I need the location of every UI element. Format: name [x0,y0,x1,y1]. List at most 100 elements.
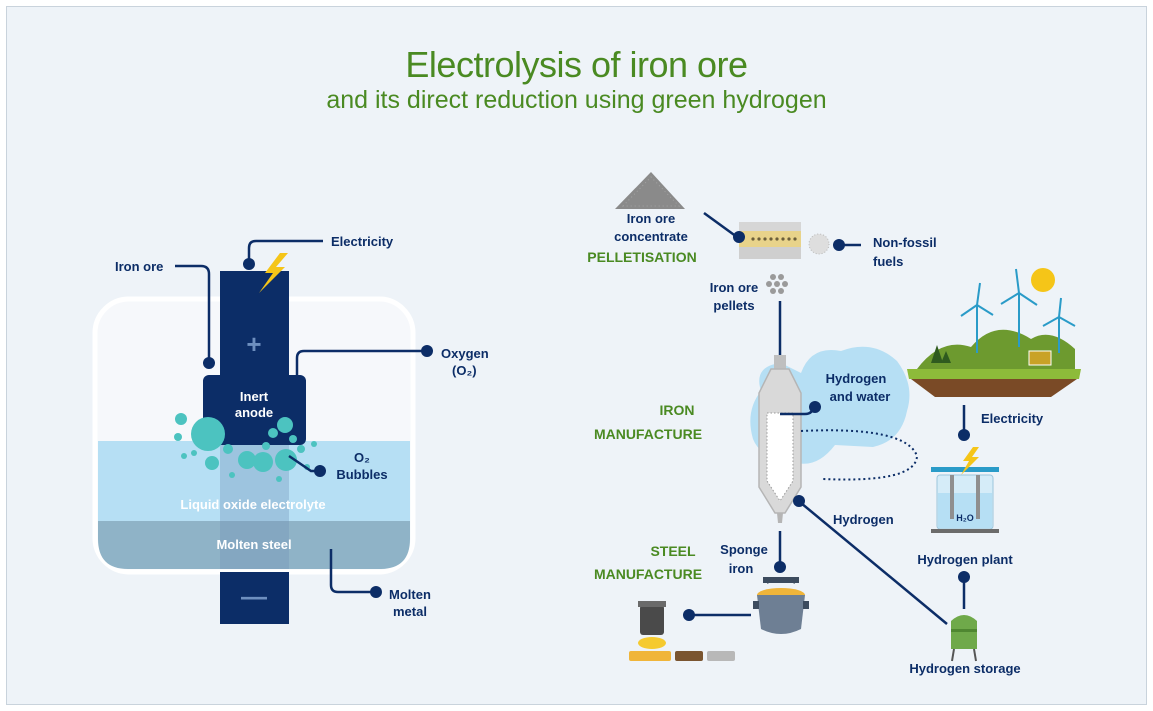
ground-soil [911,379,1077,397]
ore-pile-icon [615,172,685,209]
furnace-outlet [777,513,783,523]
iron-ore-dot [203,357,215,369]
cathode-column [220,572,289,624]
electricity-leader [247,239,323,264]
tree [941,351,951,363]
plant-stand [931,529,999,533]
hw-label-line1: Hydrogen [826,371,887,386]
ladle-handle [803,601,809,609]
turbine-blades [1042,297,1076,327]
bubble [191,450,197,456]
anode-label-line1: Inert [240,389,269,404]
bubbles-label-line2: Bubbles [336,467,387,482]
pellet [766,281,772,287]
ladle-lid [763,577,799,583]
oxygen-label-line2: (O₂) [452,363,477,378]
minus-icon: — [241,581,267,611]
infographic-canvas: Electrolysis of iron ore and its direct … [6,6,1147,705]
ground-grass [907,369,1081,379]
dot [757,237,761,241]
storage-band [951,629,977,632]
iron-ore-leader [175,264,211,361]
ladle-body [757,595,805,634]
pelletiser-top [739,222,801,231]
bubbles-label-line1: O₂ [354,450,370,465]
pellets-icon [766,274,788,294]
dot [751,237,755,241]
oxygen-bubbles [174,413,317,482]
hydrogen-leader [800,502,948,625]
pellet [774,281,780,287]
ladle-handle [753,601,759,609]
bubble [238,451,256,469]
solar-panel-icon [1028,350,1052,366]
steel-mfg-label-line1: STEEL [650,543,696,559]
steel-mfg-label-line2: MANUFACTURE [594,566,702,582]
hydrogen-storage-icon [951,615,977,662]
molten-metal-label-line1: Molten [389,587,431,602]
electricity-label: Electricity [331,234,394,249]
iron-mfg-label-line1: IRON [660,402,695,418]
tree [931,345,943,363]
nonfossil-label-line1: Non-fossil [873,235,937,250]
sponge-dot [774,561,786,573]
plant-storage-dot [958,571,970,583]
fuel-pile [808,233,830,255]
electricity-dot-right [958,429,970,441]
plus-icon: + [246,329,261,359]
concentrate-label-line2: concentrate [614,229,688,244]
pelletiser-base [739,247,801,259]
wind-turbine-icons [960,268,1076,353]
electrolysis-cell: + — Inert anode [92,253,416,624]
bubble [174,433,182,441]
turbine-blades [1000,268,1038,306]
anode-label-line2: anode [235,405,273,420]
title-block: Electrolysis of iron ore and its direct … [7,45,1146,115]
hydrogen-plant-icon: H₂O [931,447,999,533]
concentrate-leader [703,211,738,239]
dot [793,237,797,241]
renewable-landscape-icon [907,268,1081,397]
hydrogen-dot [793,495,805,507]
bubble [175,413,187,425]
electrolysis-callouts [175,239,427,594]
bubble [289,435,297,443]
bubble [277,417,293,433]
shaft-furnace-icon [758,355,802,523]
furnace-inner [766,412,794,502]
nonfossil-label-line2: fuels [873,254,903,269]
bubbles-dot [314,465,326,477]
converter [640,605,664,635]
molten-metal-label-line2: metal [393,604,427,619]
pelletiser-icon [739,222,830,259]
steel-slab [629,651,671,661]
bubble [311,441,317,447]
bubble [268,428,278,438]
plant-lightning [961,447,979,475]
storage-legs [951,648,977,662]
bubble [276,476,282,482]
molten-steel-label: Molten steel [216,537,291,552]
bubble [229,472,235,478]
sponge-label-line1: Sponge [720,542,768,557]
turbine-blades [960,282,994,317]
pellet [778,274,784,280]
bubble [191,417,225,451]
bubble [275,449,297,471]
iron-mfg-label-line2: MANUFACTURE [594,426,702,442]
hydrogen-storage-label: Hydrogen storage [909,661,1020,676]
sun-icon [1031,268,1055,292]
copper-coil [675,651,703,661]
bubble [205,456,219,470]
page-subtitle: and its direct reduction using green hyd… [326,86,827,114]
pellet [770,288,776,294]
ore-pile-texture [621,176,681,207]
furnace-top [774,355,786,369]
hw-dot [809,401,821,413]
bubble [297,445,305,453]
pelletiser-dots [751,237,797,241]
oxygen-dot [421,345,433,357]
concentrate-label-line1: Iron ore [627,211,675,226]
dot [781,237,785,241]
electricity-label-right: Electricity [981,411,1044,426]
